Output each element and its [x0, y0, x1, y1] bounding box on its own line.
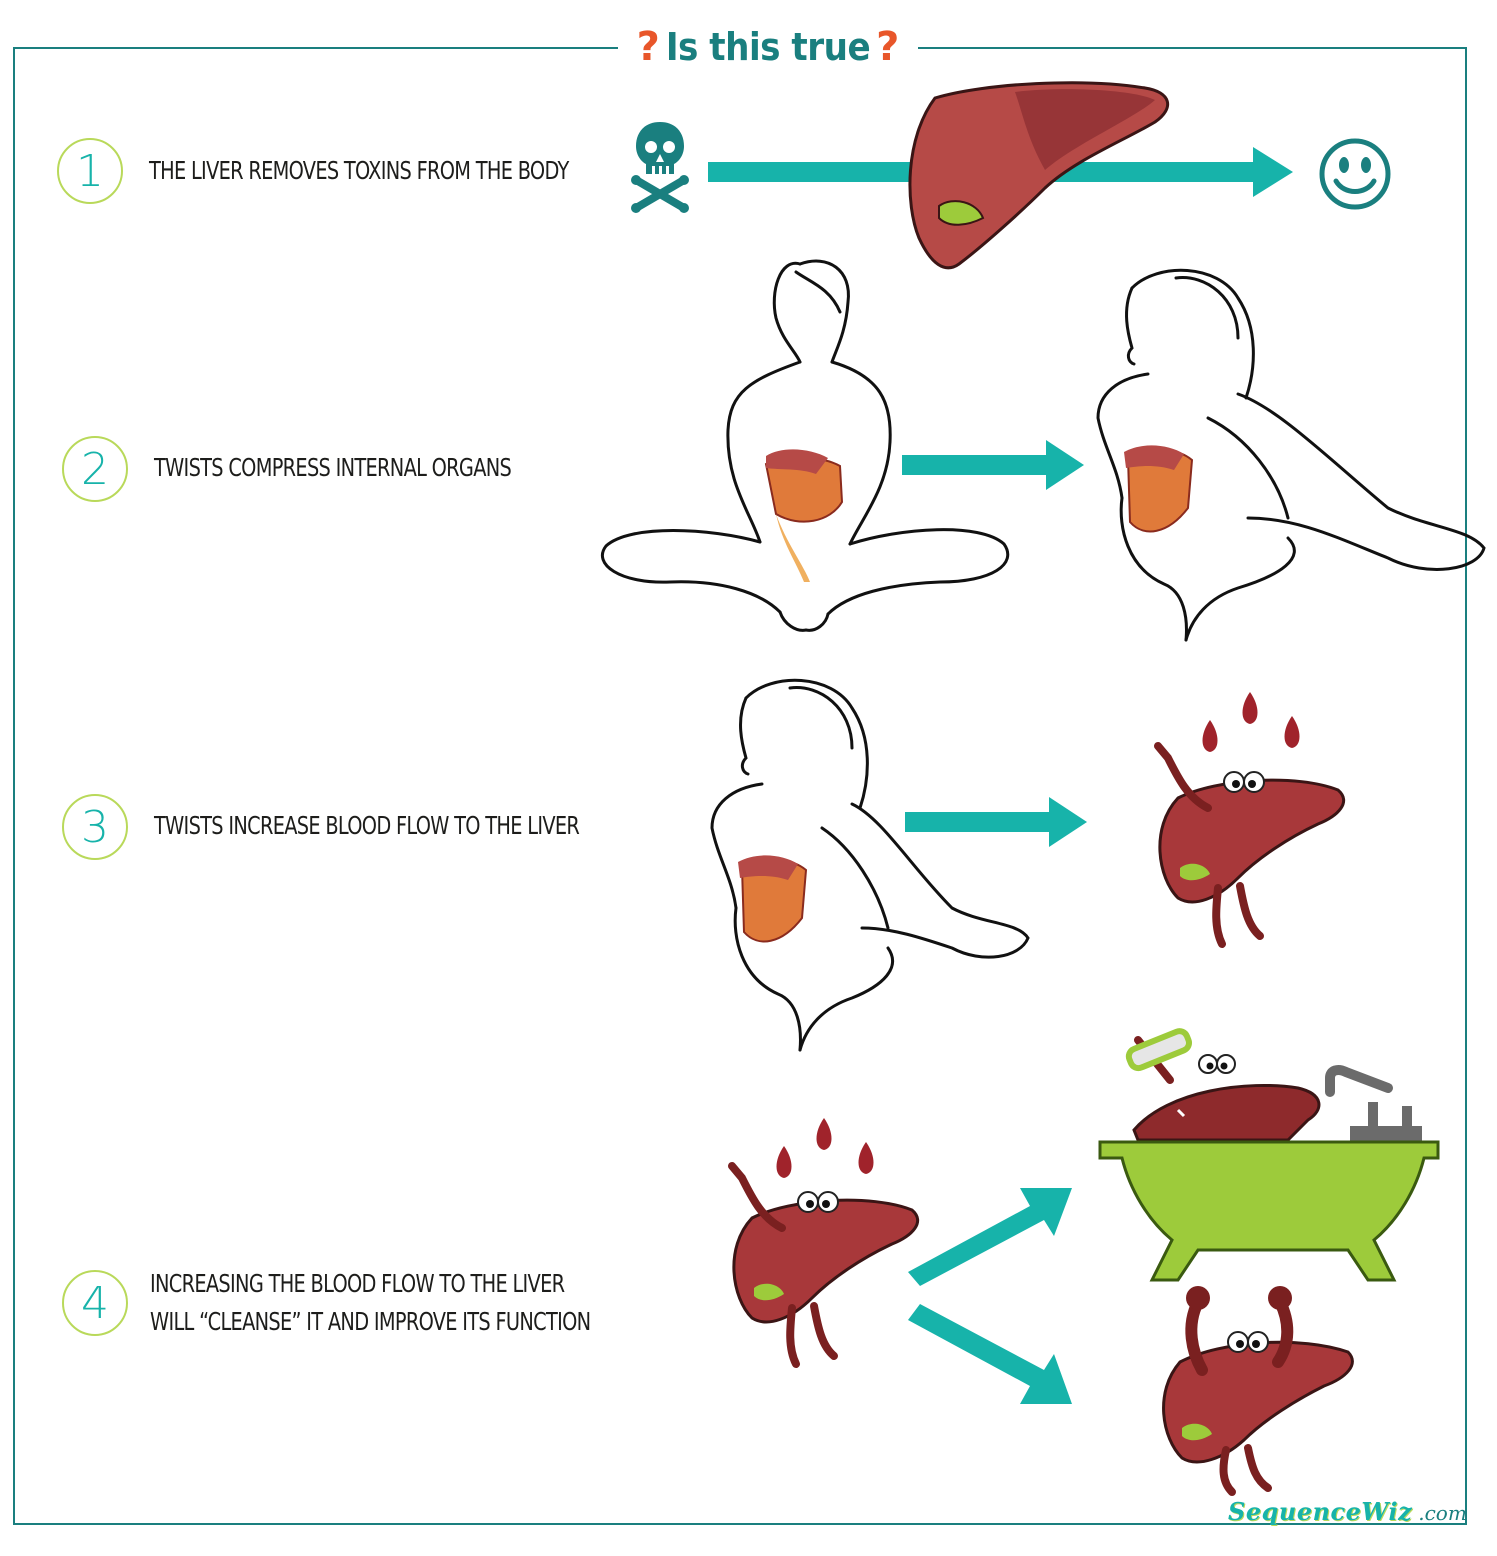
- statement-2: Twists compress internal organs: [154, 453, 512, 482]
- arrow-up-right-icon: [908, 1188, 1072, 1286]
- arrow-right-icon: [905, 797, 1087, 847]
- question-mark-left-icon: ?: [636, 24, 660, 70]
- statement-1: The liver removes toxins from the body: [149, 156, 569, 185]
- arrow-right-icon: [902, 440, 1084, 490]
- twisting-figure-icon: [1096, 268, 1486, 642]
- liver-icon: [908, 81, 1170, 270]
- skull-crossbones-icon: [631, 122, 689, 213]
- liver-mascot-icon: [1154, 742, 1346, 948]
- arrow-down-right-icon: [908, 1304, 1072, 1404]
- step-number-4: 4: [62, 1270, 128, 1336]
- bathtub-icon: [1098, 1028, 1440, 1282]
- step-number-2: 2: [62, 436, 128, 502]
- seated-figure-icon: [600, 259, 1010, 632]
- title-text: Is this true: [665, 25, 871, 69]
- statement-3: Twists increase blood flow to the liver: [154, 811, 580, 840]
- twisting-figure-icon: [710, 678, 1030, 1052]
- strong-liver-icon: [1162, 1286, 1354, 1496]
- smiley-icon: [1319, 138, 1391, 210]
- brand-logo: SequenceWiz .com: [1228, 1497, 1467, 1526]
- blood-drop-icon: [776, 1118, 874, 1178]
- statement-4-line-1: Increasing the blood flow to the liver: [150, 1269, 565, 1298]
- step-number-3: 3: [62, 794, 128, 860]
- brand-name: SequenceWiz: [1228, 1497, 1413, 1526]
- statement-4-line-2: will “cleanse” it and improve its functi…: [150, 1307, 591, 1336]
- liver-mascot-icon: [728, 1162, 920, 1368]
- step-number-1: 1: [57, 138, 123, 204]
- brush-icon: [1125, 1028, 1193, 1072]
- title: ? Is this true ?: [618, 20, 918, 74]
- faucet-icon: [1325, 1065, 1393, 1097]
- blood-drop-icon: [1202, 692, 1300, 752]
- question-mark-right-icon: ?: [876, 24, 900, 70]
- brand-tld: .com: [1418, 1501, 1467, 1525]
